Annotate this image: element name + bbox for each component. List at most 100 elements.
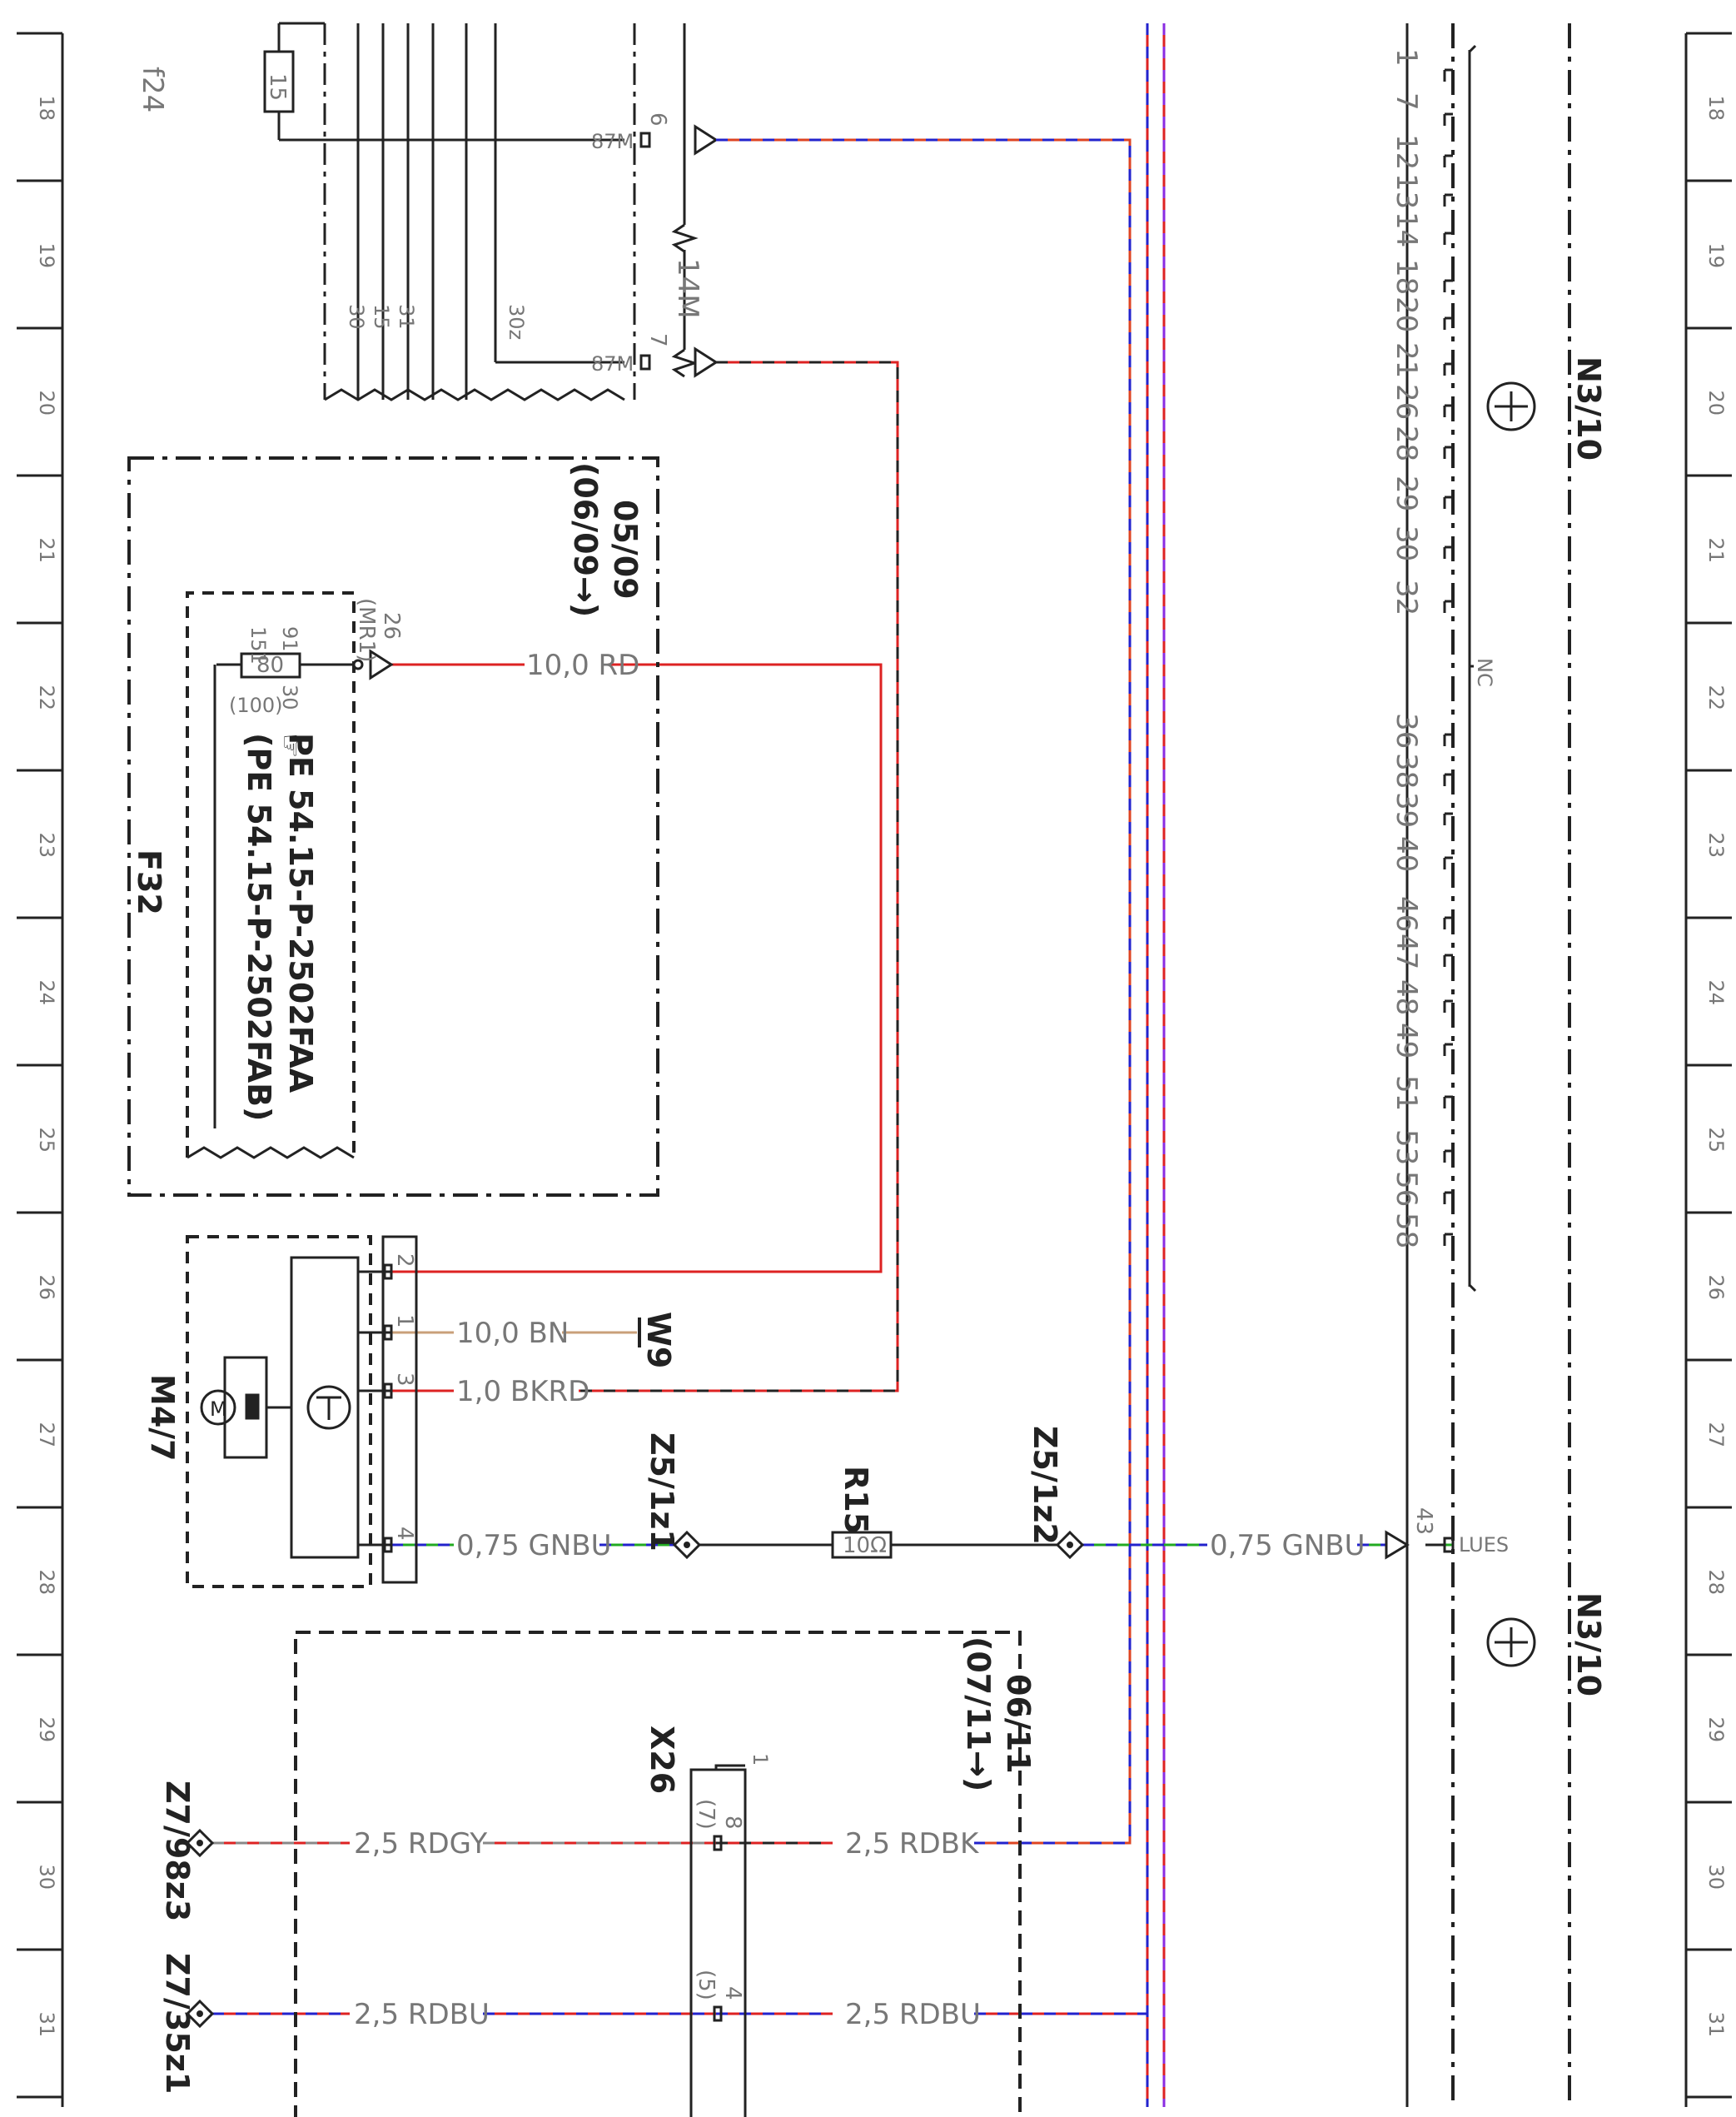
x26-boundary [294, 1631, 1022, 2117]
svg-text:M: M [210, 1397, 227, 1421]
n3-10-nc-label: NC [1473, 658, 1496, 687]
z5-1z1-label: Z5/1z1 [644, 1432, 680, 1552]
x26-date-from: 06/11 [1000, 1674, 1037, 1774]
grid-row-label-left: 19 [35, 243, 58, 269]
wire-rd-10 [387, 663, 883, 1273]
n3-10-pin-number: 36 [1390, 713, 1423, 749]
x26-pin-4: 4 [720, 1986, 745, 2000]
z5-1z2-splice [1055, 1530, 1085, 1560]
grid-row-label-right: 23 [1704, 833, 1728, 859]
x26-pin-top: 1 [749, 1753, 772, 1766]
grid-row-label-left: 26 [35, 1275, 58, 1301]
x26-pin-4-alt: (5) [694, 1970, 719, 2000]
r15-resistor [831, 1531, 893, 1559]
n3-10-pin-terminal [1443, 112, 1453, 126]
n3-10-pin-terminal [1443, 812, 1453, 825]
f32-pe-ref-1: PE 54.15-P-2502FAA [282, 733, 319, 1093]
n3-10-pin-number: 47 [1390, 934, 1423, 969]
grid-row-label-left: 30 [35, 1865, 58, 1890]
n3-10-pin-terminal [1443, 954, 1453, 967]
terminal-87m-a: 87M 6 [591, 112, 719, 156]
top-fuse: 15 [263, 22, 325, 142]
n3-10-pin-list: 1712131418202126282930323638394046474849… [1390, 48, 1453, 1248]
transistor-icon [306, 1385, 351, 1430]
n3-10-pin-number: 12 [1390, 134, 1423, 170]
z5-1z1-splice [672, 1530, 702, 1560]
n3-10-pin-number: 30 [1390, 526, 1423, 561]
grid-row-label-right: 22 [1704, 685, 1728, 711]
n3-10-boundary [1451, 23, 1571, 2107]
grid-row-label-left: 25 [35, 1128, 58, 1153]
wire-label-rd-10: 10,0 RD [526, 649, 639, 682]
sheet-ref-label: f24 [136, 67, 169, 112]
wire-87m-b-bkrd [579, 361, 899, 1392]
z7-35z1-splice [185, 1999, 215, 2029]
grid-row-label-right: 18 [1704, 96, 1728, 122]
n3-10-pin-terminal [1443, 496, 1453, 509]
n3-10-pin-terminal [1443, 68, 1453, 82]
n3-10-pin-number: 46 [1390, 896, 1423, 932]
grid-row-label-left: 29 [35, 1717, 58, 1743]
n3-10-pin-number: 7 [1390, 92, 1423, 111]
n3-10-pin-number: 29 [1390, 476, 1423, 511]
n3-10-lues-label: LUES [1459, 1533, 1509, 1557]
z7-35z1-label: Z7/35z1 [159, 1953, 196, 2094]
r15-value: 10Ω [843, 1533, 887, 1558]
m4-7-pins [358, 1263, 393, 1553]
f32-date-from: 05/09 [607, 500, 644, 600]
f32-boundary [127, 456, 659, 1197]
m4-7-connector [381, 1235, 418, 1584]
n3-10-pin-terminal [1443, 1191, 1453, 1204]
right-grid-ruler [1684, 32, 1732, 2107]
grid-row-label-right: 31 [1704, 2012, 1728, 2038]
n3-10-name-top: N3/10 [1570, 356, 1607, 461]
z7-98z3-label: Z7/98z3 [159, 1781, 196, 1921]
x26-connector [689, 1768, 747, 2117]
grid-row-label-left: 20 [35, 391, 58, 416]
n3-10-pin-terminal [1443, 446, 1453, 459]
n3-10-pin-number: 49 [1390, 1023, 1423, 1058]
n3-10-pin-number: 20 [1390, 296, 1423, 332]
f32-fuse-pin-30: 30 [278, 685, 301, 710]
r15-label: R15 [838, 1466, 874, 1534]
pointing-hand-icon: ☞ [274, 733, 307, 758]
f32-inner [186, 591, 356, 1158]
grid-row-label-right: 20 [1704, 391, 1728, 416]
f32-date-range: (06/09→) [567, 462, 604, 617]
wire-label-rdbu-b: 2,5 RDBU [845, 1998, 981, 2031]
wire-label-rdgy: 2,5 RDGY [354, 1827, 487, 1860]
n3-10-pin-terminal [1443, 999, 1453, 1013]
n3-10-pin-terminal [1443, 404, 1453, 417]
grid-row-label-left: 18 [35, 96, 58, 122]
grid-row-label-right: 28 [1704, 1570, 1728, 1596]
n3-10-pin-terminal [1443, 733, 1453, 746]
m4-7-pin-1: 1 [392, 1314, 417, 1328]
motor-icon: M [200, 1356, 291, 1459]
n3-10-pin-number: 38 [1390, 753, 1423, 789]
top-bus-lines [323, 23, 699, 401]
n3-10-pin-terminal [1443, 545, 1453, 559]
f32-fuse-value: 80 [256, 653, 284, 678]
n3-10-pin-terminal [1443, 916, 1453, 929]
n3-10-pin-number: 56 [1390, 1171, 1423, 1207]
x26-pin-8-alt: (7) [694, 1799, 719, 1830]
n3-10-pin-number: 14 [1390, 212, 1423, 247]
n3-10-pin-43-label: 43 [1411, 1507, 1436, 1535]
x26-name: X26 [644, 1726, 680, 1794]
f32-pe-ref-2: (PE 54.15-P-2502FAB) [241, 733, 277, 1121]
terminal-87m-b-label: 87M [591, 352, 634, 376]
terminal-87m-a-label: 87M [591, 130, 634, 153]
grid-row-label-right: 25 [1704, 1128, 1728, 1153]
n3-10-pin-terminal [1443, 1095, 1453, 1108]
m4-7-pin-3: 3 [392, 1372, 417, 1387]
f32-connector-note: (MR1) [354, 598, 379, 662]
grid-row-label-left: 28 [35, 1570, 58, 1596]
f32-connector-pin: 26 [379, 612, 404, 640]
n3-10-pin-terminal [1443, 193, 1453, 207]
n3-10-pin-terminal [1443, 856, 1453, 869]
grid-row-label-right: 21 [1704, 538, 1728, 564]
n3-10-pin-number: 18 [1390, 259, 1423, 295]
grid-row-label-left: 27 [35, 1422, 58, 1448]
n3-10-pin-number: 28 [1390, 426, 1423, 461]
bus-label-30z: 30z [505, 304, 528, 340]
